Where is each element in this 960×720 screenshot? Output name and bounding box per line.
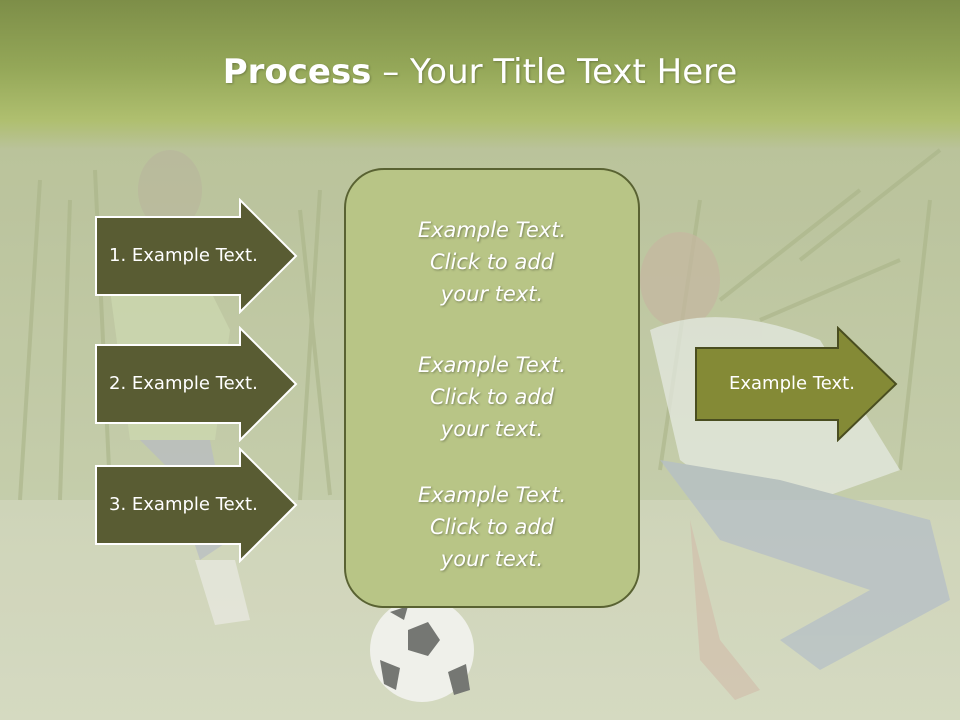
step-label-2: 2. Example Text. bbox=[109, 373, 258, 394]
center-content-box[interactable]: Example Text. Click to add your text. Ex… bbox=[344, 168, 640, 608]
step-label-3: 3. Example Text. bbox=[109, 494, 258, 515]
center-text-1[interactable]: Example Text. Click to add your text. bbox=[417, 218, 567, 306]
result-arrow[interactable] bbox=[694, 326, 900, 442]
slide-title[interactable]: Process – Your Title Text Here bbox=[0, 52, 960, 92]
result-label: Example Text. bbox=[729, 373, 855, 394]
center-text-3[interactable]: Example Text. Click to add your text. bbox=[417, 483, 567, 571]
title-rest: – Your Title Text Here bbox=[371, 52, 738, 92]
title-band bbox=[0, 0, 960, 150]
step-arrow-2[interactable] bbox=[94, 326, 300, 442]
title-bold: Process bbox=[222, 52, 372, 92]
step-label-1: 1. Example Text. bbox=[109, 245, 258, 266]
center-text-2[interactable]: Example Text. Click to add your text. bbox=[417, 353, 567, 441]
step-arrow-1[interactable] bbox=[94, 198, 300, 314]
step-arrow-3[interactable] bbox=[94, 447, 300, 563]
